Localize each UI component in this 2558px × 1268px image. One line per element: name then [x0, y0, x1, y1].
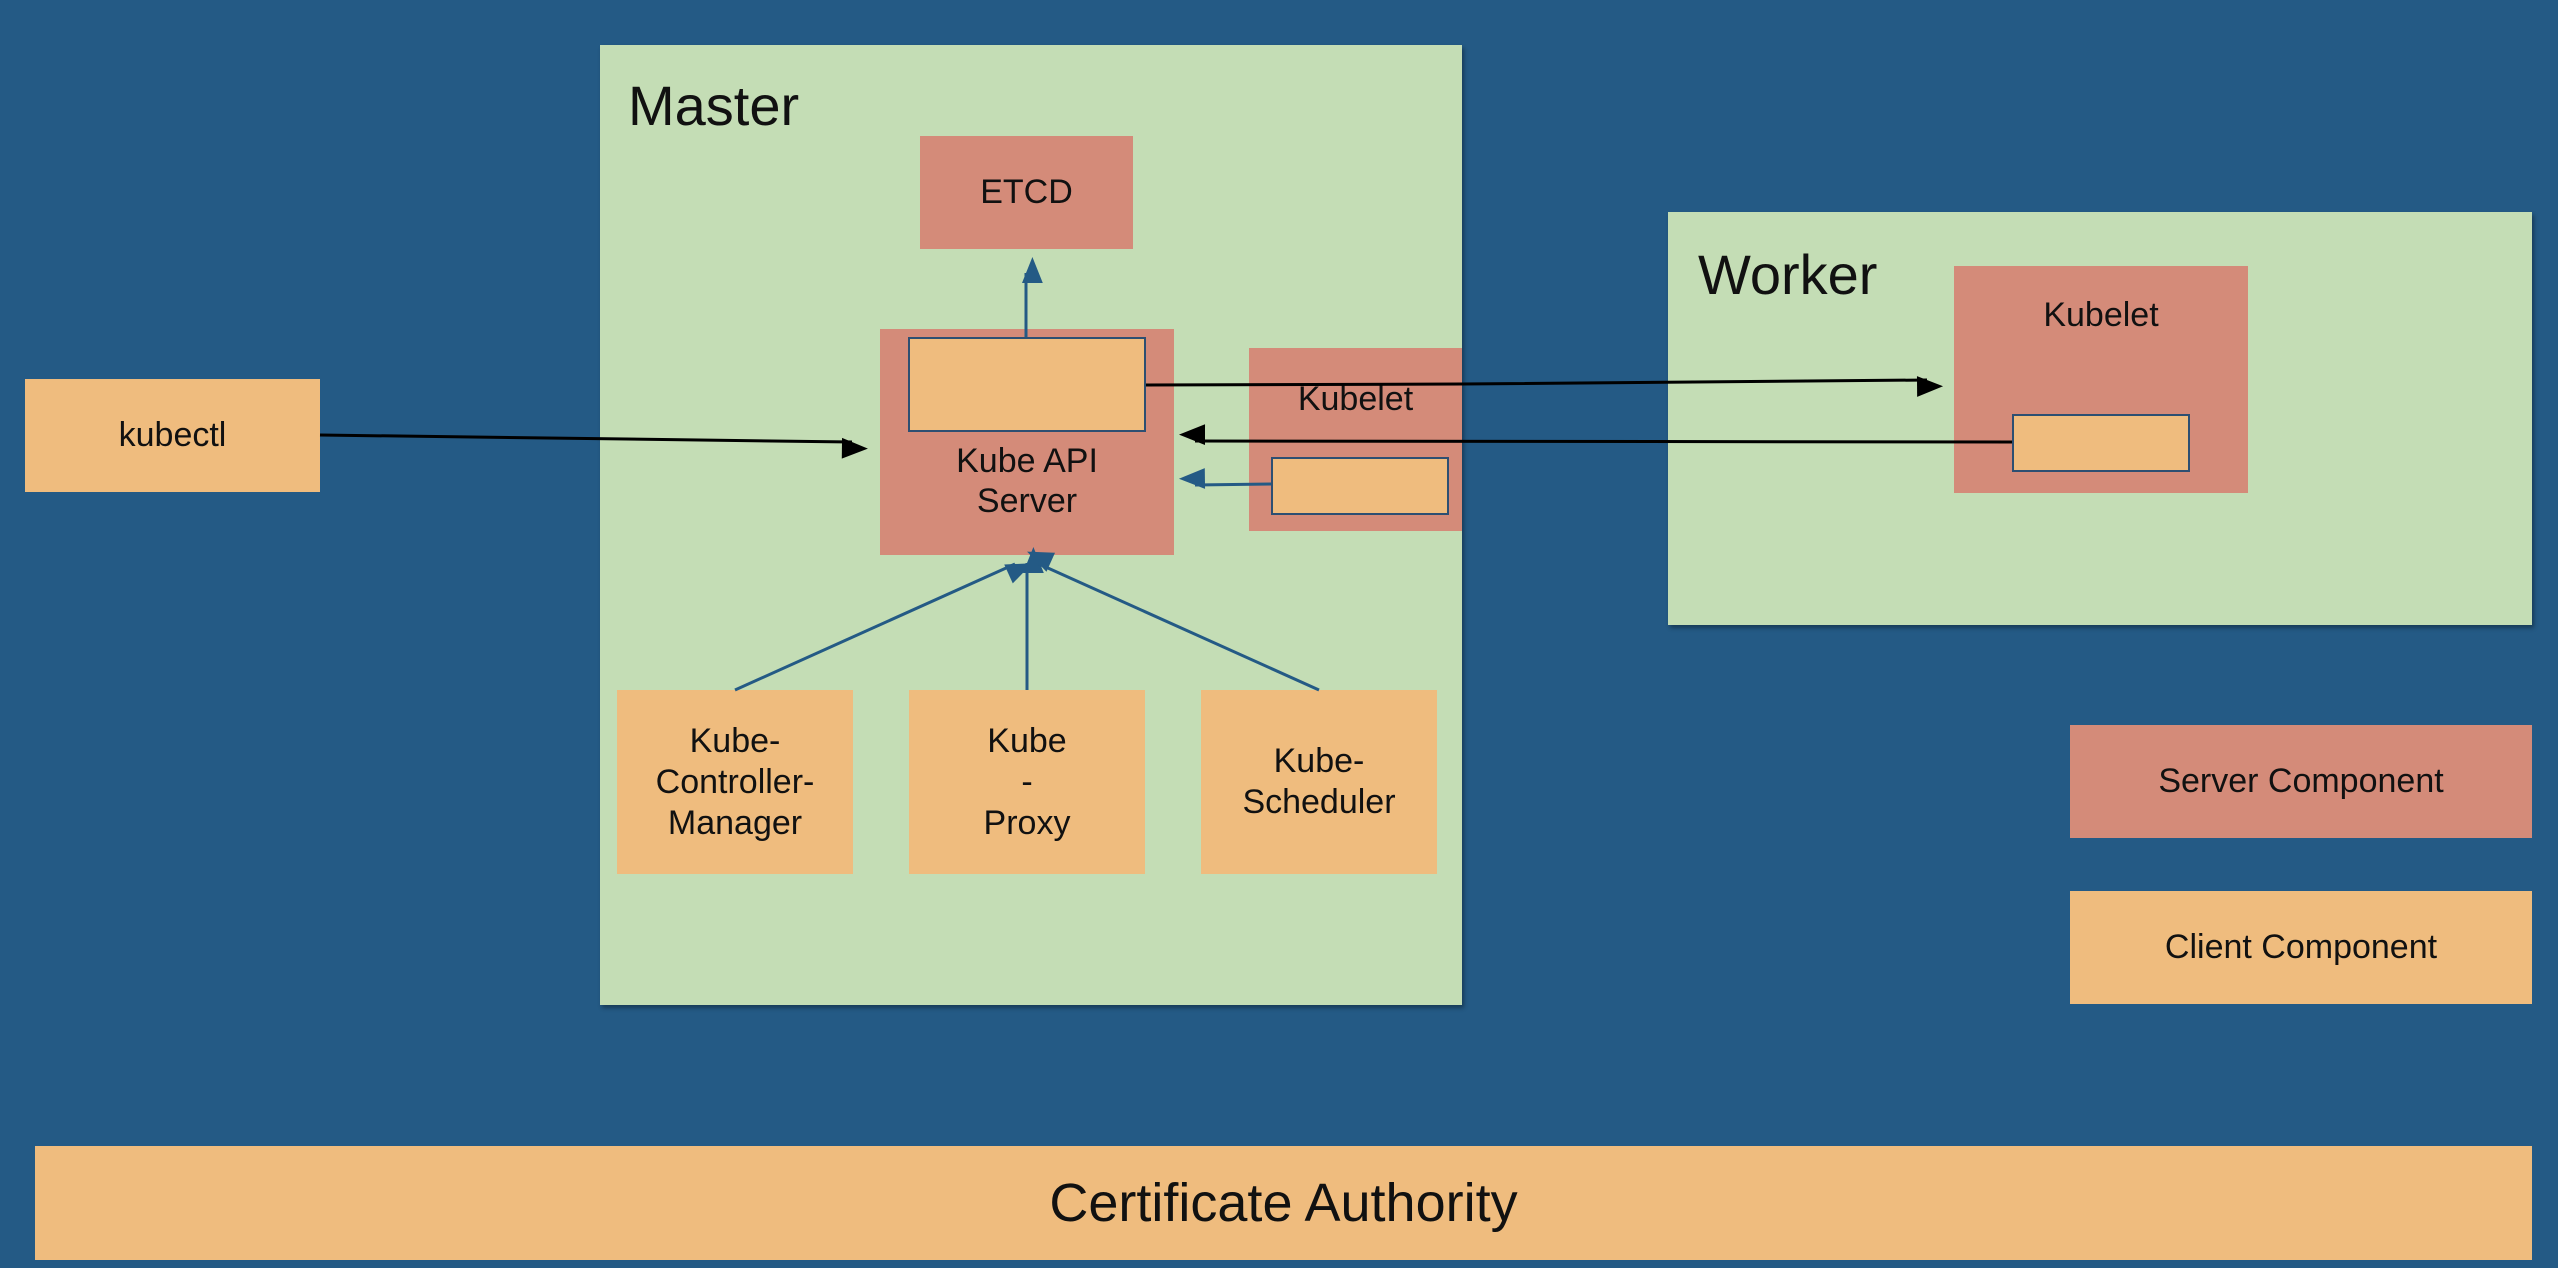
master-kubelet-certificate-slot	[1271, 457, 1449, 515]
certificate-authority-label: Certificate Authority	[1049, 1172, 1518, 1233]
legend-client-label: Client Component	[2164, 928, 2438, 966]
kube-scheduler-box: Kube-Scheduler	[1201, 690, 1437, 874]
etcd-box: ETCD	[920, 136, 1133, 249]
legend-server-label: Server Component	[2158, 762, 2444, 800]
arrow-master-kubelet-to-api-server	[1178, 468, 1272, 489]
legend-server-component: Server Component	[2070, 725, 2532, 838]
kube-controller-manager-label: Kube-Controller-Manager	[655, 721, 815, 842]
etcd-label: ETCD	[980, 173, 1073, 211]
legend-client-component: Client Component	[2070, 891, 2532, 1004]
master-kubelet-box: Kubelet	[1249, 348, 1462, 531]
worker-kubelet-box: Kubelet	[1954, 266, 2248, 493]
master-kubelet-label: Kubelet	[1297, 380, 1414, 418]
kubectl-label: kubectl	[118, 416, 227, 454]
worker-kubelet-label: Kubelet	[2043, 296, 2159, 334]
arrow-api-server-to-worker-kubelet	[1145, 376, 1944, 397]
kubectl-box: kubectl	[25, 379, 320, 492]
arrow-scheduler-to-api-server	[1027, 551, 1320, 692]
kube-api-server-label: Kube API Server	[956, 442, 1098, 520]
certificate-authority-bar: Certificate Authority	[35, 1146, 2532, 1260]
kube-controller-manager-box: Kube-Controller-Manager	[617, 690, 853, 874]
kube-scheduler-label: Kube-Scheduler	[1242, 742, 1396, 821]
api-server-certificate-slot	[908, 337, 1146, 432]
kube-proxy-label: Kube-Proxy	[983, 721, 1071, 842]
kube-api-server-box: Kube API Server	[880, 329, 1174, 555]
arrow-kubectl-to-api-server	[319, 433, 868, 459]
worker-title: Worker	[1698, 243, 1878, 306]
arrow-worker-kubelet-to-api-server	[1179, 424, 2013, 446]
arrow-controller-manager-to-api-server	[734, 562, 1033, 692]
kube-proxy-box: Kube-Proxy	[909, 690, 1145, 874]
worker-kubelet-certificate-slot	[2012, 414, 2190, 472]
master-title: Master	[628, 74, 800, 137]
